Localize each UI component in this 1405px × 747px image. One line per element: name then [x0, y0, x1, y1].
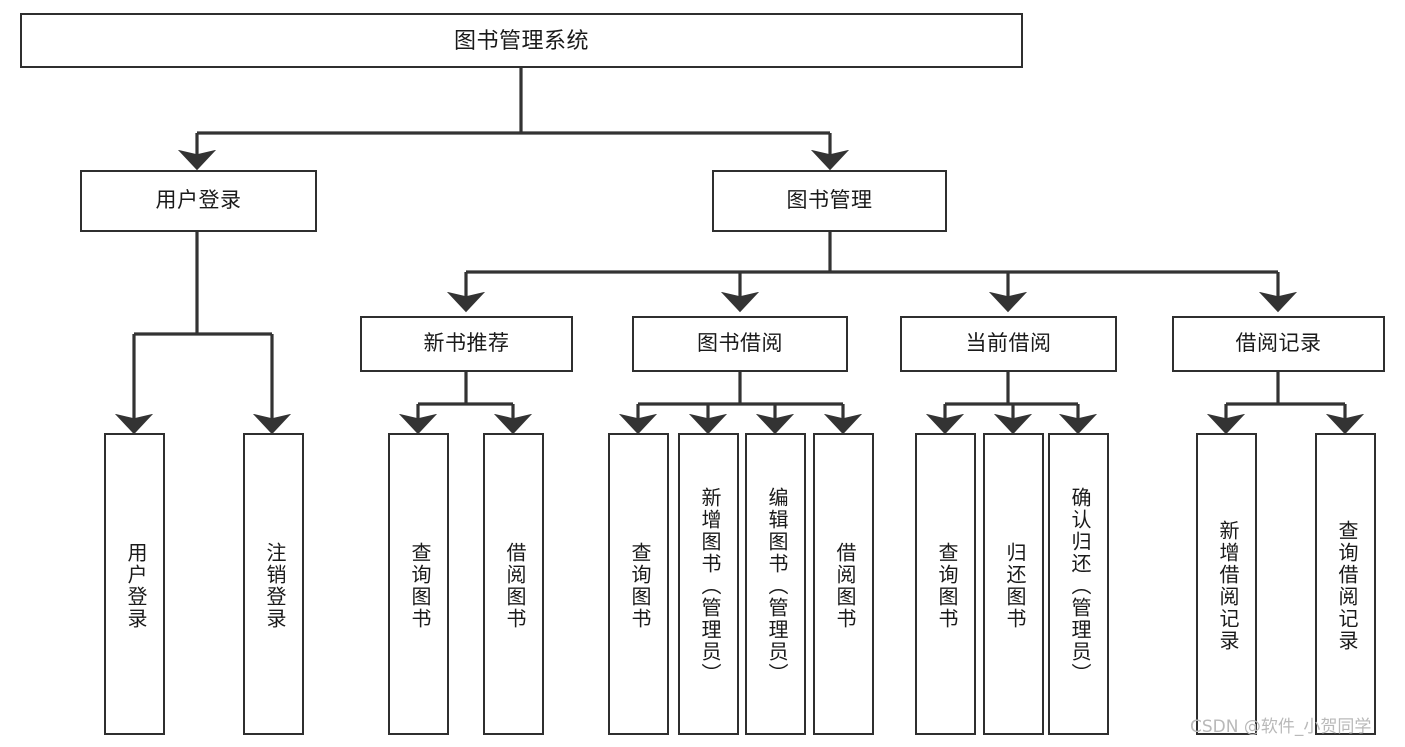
- node-user-login[interactable]: 用户登录: [80, 170, 317, 232]
- node-leaf-confirm-return[interactable]: 确认归还（管理员）: [1048, 433, 1109, 735]
- node-leaf-add-record-label: 新增借阅记录: [1216, 520, 1238, 652]
- node-user-login-label: 用户登录: [155, 188, 242, 212]
- node-leaf-edit-book[interactable]: 编辑图书（管理员）: [745, 433, 806, 735]
- node-leaf-borrow-book-1-label: 借阅图书: [503, 542, 525, 630]
- node-root-label: 图书管理系统: [453, 27, 589, 53]
- node-leaf-add-book-label: 新增图书（管理员）: [698, 487, 720, 685]
- node-leaf-user-login-label: 用户登录: [124, 542, 146, 630]
- node-book-manage-label: 图书管理: [786, 188, 873, 212]
- node-book-borrow-label: 图书借阅: [697, 331, 783, 355]
- node-leaf-add-book[interactable]: 新增图书（管理员）: [678, 433, 739, 735]
- node-leaf-confirm-return-label: 确认归还（管理员）: [1068, 487, 1090, 685]
- node-new-book-recommend[interactable]: 新书推荐: [360, 316, 573, 372]
- node-leaf-query-book-3[interactable]: 查询图书: [915, 433, 976, 735]
- node-leaf-query-book-2-label: 查询图书: [628, 542, 650, 630]
- csdn-watermark: CSDN @软件_小贺同学: [1190, 717, 1372, 737]
- node-current-borrow[interactable]: 当前借阅: [900, 316, 1117, 372]
- node-leaf-borrow-book-2[interactable]: 借阅图书: [813, 433, 874, 735]
- node-leaf-query-record-label: 查询借阅记录: [1335, 520, 1357, 652]
- node-leaf-borrow-book-1[interactable]: 借阅图书: [483, 433, 544, 735]
- node-leaf-query-record[interactable]: 查询借阅记录: [1315, 433, 1376, 735]
- node-leaf-query-book-1-label: 查询图书: [408, 542, 430, 630]
- node-leaf-add-record[interactable]: 新增借阅记录: [1196, 433, 1257, 735]
- node-root[interactable]: 图书管理系统: [20, 13, 1023, 68]
- node-leaf-return-book[interactable]: 归还图书: [983, 433, 1044, 735]
- node-leaf-user-logout[interactable]: 注销登录: [243, 433, 304, 735]
- node-leaf-user-logout-label: 注销登录: [263, 542, 285, 630]
- node-leaf-query-book-3-label: 查询图书: [935, 542, 957, 630]
- node-borrow-record-label: 借阅记录: [1235, 331, 1322, 355]
- node-leaf-query-book-1[interactable]: 查询图书: [388, 433, 449, 735]
- node-book-manage[interactable]: 图书管理: [712, 170, 947, 232]
- node-current-borrow-label: 当前借阅: [965, 331, 1052, 355]
- node-leaf-borrow-book-2-label: 借阅图书: [833, 542, 855, 630]
- node-leaf-edit-book-label: 编辑图书（管理员）: [765, 487, 787, 685]
- node-leaf-return-book-label: 归还图书: [1003, 542, 1025, 630]
- node-new-book-recommend-label: 新书推荐: [423, 331, 510, 355]
- node-leaf-query-book-2[interactable]: 查询图书: [608, 433, 669, 735]
- node-borrow-record[interactable]: 借阅记录: [1172, 316, 1385, 372]
- node-leaf-user-login[interactable]: 用户登录: [104, 433, 165, 735]
- node-book-borrow[interactable]: 图书借阅: [632, 316, 848, 372]
